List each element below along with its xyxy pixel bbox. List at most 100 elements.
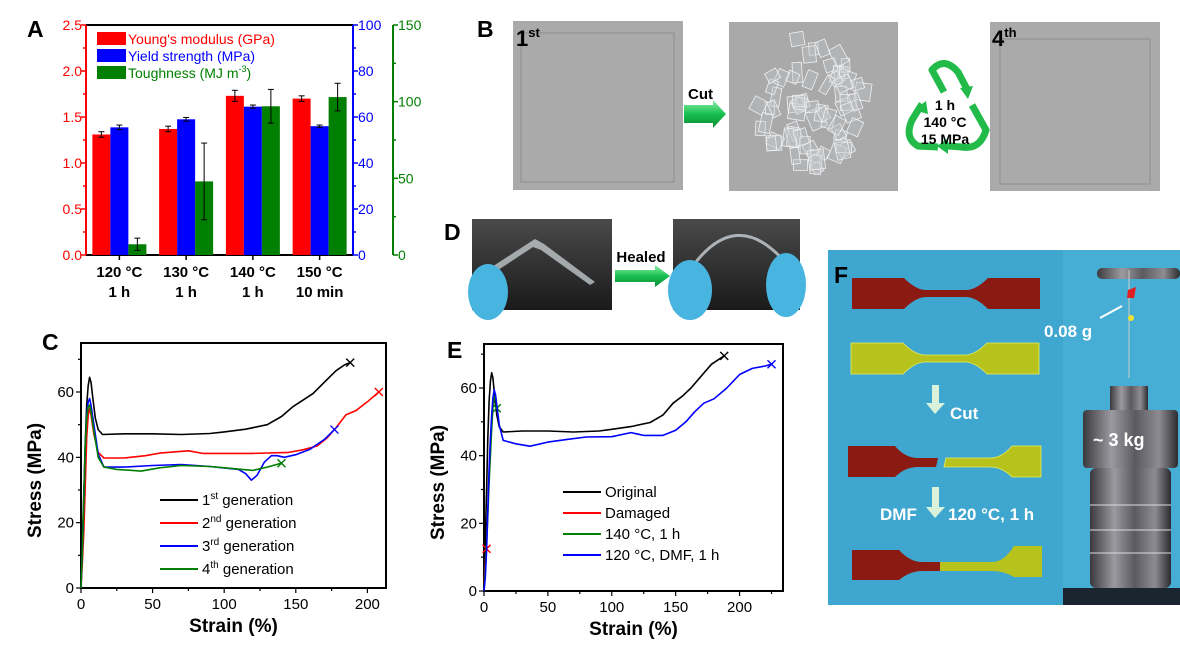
generation-first-label: 1st xyxy=(516,25,540,51)
film-piece xyxy=(849,76,866,92)
y-tick-label: 50 xyxy=(398,170,414,186)
legend-text: generation xyxy=(221,515,296,532)
y-tick-label: 60 xyxy=(460,380,477,397)
legend-label: 3rd generation xyxy=(202,537,294,555)
knot xyxy=(1128,315,1134,321)
y-tick-label: 40 xyxy=(460,448,477,465)
panel-label-a: A xyxy=(27,16,44,42)
legend-label: 140 °C, 1 h xyxy=(605,526,680,543)
arrow-right-icon xyxy=(684,100,726,128)
panel-label-b: B xyxy=(477,16,494,42)
y-tick-label: 80 xyxy=(358,63,374,79)
y-tick-label: 0 xyxy=(66,580,74,597)
cut-pieces xyxy=(748,30,873,176)
y-tick-label: 20 xyxy=(57,515,74,532)
photo-original-film xyxy=(513,21,683,190)
film-piece xyxy=(847,91,864,112)
y-tick-label: 100 xyxy=(398,94,422,110)
film-piece xyxy=(833,137,852,161)
break-point-marker xyxy=(719,351,729,361)
film-piece xyxy=(763,67,782,85)
y-tick-label: 0 xyxy=(398,247,406,263)
film-piece xyxy=(820,107,838,130)
legend-label: Yield strength (MPa) xyxy=(128,48,255,64)
x-tick-label: 1 h xyxy=(175,284,197,301)
large-mass-label: ~ 3 kg xyxy=(1093,430,1145,450)
cycle-time: 1 h xyxy=(935,97,955,113)
legend-text: Yield strength (MPa) xyxy=(128,48,255,64)
bent-healed-film xyxy=(688,234,787,271)
small-mass-label: 0.08 g xyxy=(1044,322,1092,341)
film-piece xyxy=(845,117,865,138)
bent-film xyxy=(487,239,595,285)
legend-text: Damaged xyxy=(605,505,670,522)
x-tick-label: 50 xyxy=(144,596,161,613)
glove-finger xyxy=(468,264,508,320)
film-piece xyxy=(785,125,799,148)
film-piece xyxy=(827,114,847,136)
dogbone-red-original xyxy=(852,278,1040,309)
film-piece xyxy=(789,146,801,165)
x-tick-label: 1 h xyxy=(109,284,131,301)
plot-frame xyxy=(483,343,784,592)
film-piece xyxy=(748,95,769,116)
film-piece xyxy=(801,45,818,64)
x-tick-label: 150 °C xyxy=(297,264,343,281)
x-tick-label: 1 h xyxy=(242,284,264,301)
break-point-marker xyxy=(276,458,286,468)
x-tick-label: 0 xyxy=(480,599,488,616)
series-line xyxy=(483,355,725,592)
film-piece xyxy=(793,159,808,171)
film-piece xyxy=(786,102,807,122)
arrow-right-icon xyxy=(615,265,670,287)
small-red-film xyxy=(1127,287,1136,298)
glove-finger xyxy=(766,253,806,317)
film-piece xyxy=(827,43,850,68)
dogbone-red-half xyxy=(848,446,938,477)
panel-f-dmf-healing: F Cut DMF 120 °C, 1 h 0.08 g ~ 3 kg xyxy=(828,250,1180,605)
legend-label: 1st generation xyxy=(202,491,293,509)
y-tick-label: 60 xyxy=(57,384,74,401)
legend-text: 4 xyxy=(202,561,210,578)
legend-text: Original xyxy=(605,484,657,501)
arrow-down-icon xyxy=(926,403,945,414)
bar xyxy=(225,95,244,255)
panel-label-c: C xyxy=(42,329,59,355)
y-tick-label: 0.0 xyxy=(63,247,83,263)
y-tick-label: 1.5 xyxy=(63,109,83,125)
film-piece xyxy=(827,70,844,88)
chart-a-mechanical-properties: 0.00.51.01.52.02.50204060801000501001501… xyxy=(63,17,422,301)
y-tick-label: 2.5 xyxy=(63,17,83,33)
x-tick-label: 200 xyxy=(355,596,380,613)
bar xyxy=(110,127,129,255)
film-outline xyxy=(520,32,675,183)
legend-label: Toughness (MJ m-3) xyxy=(128,64,251,81)
y-tick-label: 150 xyxy=(398,17,422,33)
y-tick-label: 20 xyxy=(358,201,374,217)
y-tick-label: 60 xyxy=(358,109,374,125)
film-piece xyxy=(839,99,863,124)
legend-text: 1 xyxy=(202,492,210,509)
cut-label: Cut xyxy=(950,404,979,423)
solvent-label: DMF xyxy=(880,505,917,524)
legend-label: Damaged xyxy=(605,505,670,522)
recycle-icon: 1 h 140 °C 15 MPa xyxy=(905,60,990,154)
dogbone-yellow-original xyxy=(850,342,1040,375)
bar xyxy=(159,128,178,255)
legend-swatch xyxy=(97,32,126,45)
x-tick-label: 50 xyxy=(540,599,557,616)
y-tick-label: 20 xyxy=(460,515,477,532)
film-piece xyxy=(784,69,801,86)
legend-text: 2 xyxy=(202,515,210,532)
legend-text: Young's modulus (GPa) xyxy=(128,31,275,47)
glove-finger xyxy=(668,260,712,320)
legend-sup: rd xyxy=(210,537,219,548)
film-piece xyxy=(801,69,819,91)
bar xyxy=(261,106,280,256)
legend-sup: -3 xyxy=(238,64,246,74)
legend-sup: st xyxy=(210,491,218,502)
panel-label-f: F xyxy=(834,262,848,288)
legend-label: Original xyxy=(605,484,657,501)
series-line xyxy=(80,361,351,589)
